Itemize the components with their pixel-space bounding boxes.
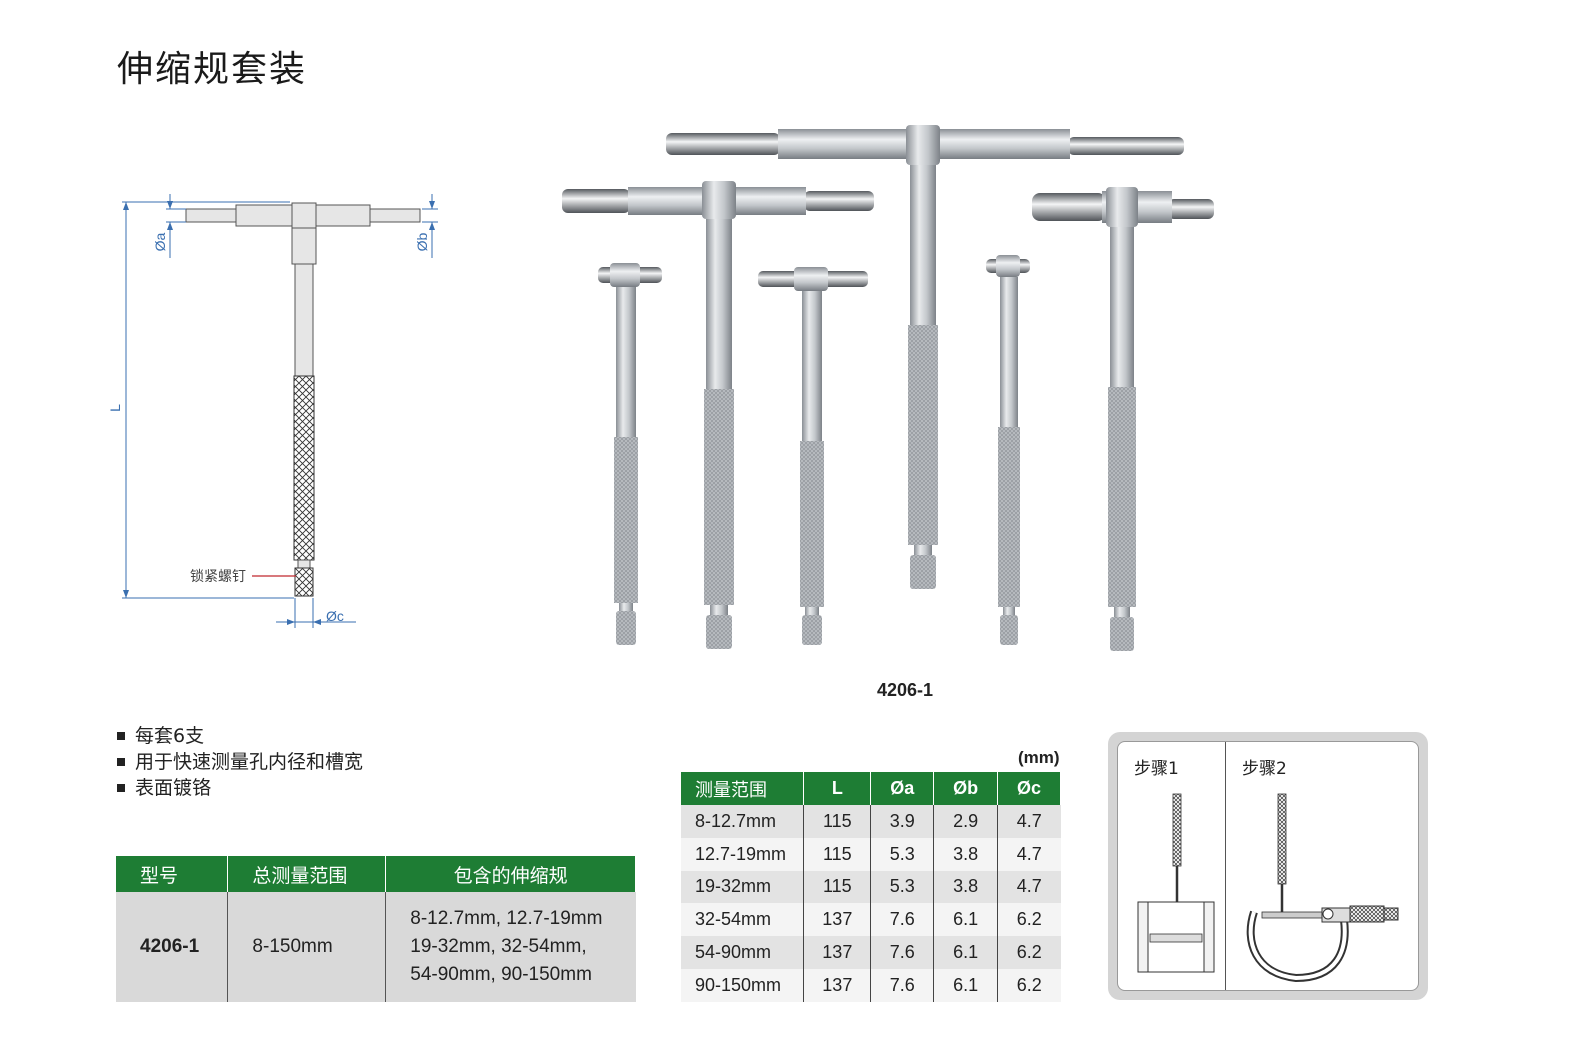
header-a: Øa <box>870 772 935 805</box>
lock-screw-label: 锁紧螺钉 <box>190 569 246 585</box>
bullet-icon <box>117 758 125 766</box>
photo-caption: 4206-1 <box>876 680 934 700</box>
dimension-label-l: L <box>110 404 123 412</box>
usage-steps-panel: 步骤1 步骤2 <box>1108 732 1428 1000</box>
table-row: 4206-1 8-150mm 8-12.7mm, 12.7-19mm 19-32… <box>116 892 636 1002</box>
bullet-icon <box>117 732 125 740</box>
header-model: 型号 <box>116 856 229 892</box>
dimension-label-a: Øa <box>152 232 168 251</box>
feature-list: 每套6支 用于快速测量孔内径和槽宽 表面镀铬 <box>117 723 363 801</box>
header-c: Øc <box>997 772 1061 805</box>
header-l: L <box>803 772 872 805</box>
header-included: 包含的伸缩规 <box>385 856 636 892</box>
feature-item: 每套6支 <box>117 723 363 749</box>
page-title: 伸缩规套装 <box>117 49 308 90</box>
step-1-illustration <box>1137 793 1215 973</box>
step-1-panel: 步骤1 <box>1118 742 1226 990</box>
model-table: 型号 总测量范围 包含的伸缩规 4206-1 8-150mm 8-12.7mm,… <box>116 856 636 1002</box>
bullet-icon <box>117 784 125 792</box>
model-cell: 4206-1 <box>116 892 229 1002</box>
product-photo <box>550 115 1240 675</box>
header-b: Øb <box>933 772 999 805</box>
feature-item: 用于快速测量孔内径和槽宽 <box>117 749 363 775</box>
telescoping-gauge-diagram: L Øa Øb Øc 锁紧螺钉 <box>107 180 440 640</box>
step-2-label: 步骤2 <box>1242 759 1287 779</box>
header-range: 测量范围 <box>681 772 805 805</box>
unit-label: (mm) <box>1018 748 1060 767</box>
step-1-label: 步骤1 <box>1134 759 1179 779</box>
usage-steps-frame: 步骤1 步骤2 <box>1117 741 1419 991</box>
range-cell: 8-150mm <box>227 892 387 1002</box>
step-2-illustration <box>1246 793 1399 983</box>
step-2-panel: 步骤2 <box>1226 742 1418 990</box>
included-cell: 8-12.7mm, 12.7-19mm 19-32mm, 32-54mm, 54… <box>385 892 636 1002</box>
feature-item: 表面镀铬 <box>117 775 363 801</box>
dimension-label-b: Øb <box>414 232 430 251</box>
dimension-label-c: Øc <box>326 608 344 624</box>
header-total-range: 总测量范围 <box>227 856 387 892</box>
